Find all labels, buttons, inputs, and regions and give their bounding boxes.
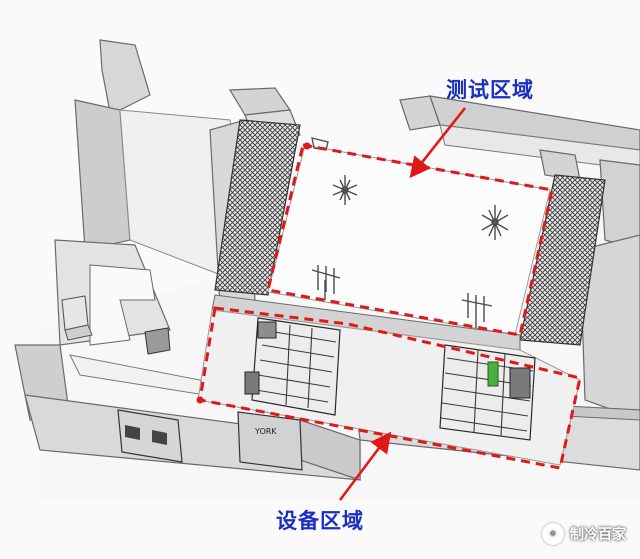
test-fixture bbox=[311, 265, 341, 300]
watermark-text: 制冷百家 bbox=[570, 527, 626, 543]
test-area-label: 测试区域 bbox=[446, 78, 534, 102]
desk-unit bbox=[144, 327, 171, 355]
york-label: YORK bbox=[254, 427, 277, 436]
wechat-icon: ⚬ bbox=[542, 523, 564, 545]
left-mesh-panel bbox=[214, 119, 301, 296]
chiller-unit-left bbox=[244, 317, 341, 416]
test-area-arrow bbox=[409, 107, 467, 179]
test-fixture bbox=[332, 175, 358, 205]
equipment-area-label: 设备区域 bbox=[276, 509, 364, 533]
watermark: ⚬ 制冷百家 bbox=[542, 523, 626, 545]
chiller-unit-right bbox=[439, 344, 536, 441]
control-cabinet bbox=[61, 295, 93, 341]
test-fixture bbox=[461, 293, 493, 328]
equipment-zone-outline bbox=[196, 306, 582, 470]
test-fixture bbox=[481, 205, 509, 240]
storage-cabinet bbox=[117, 409, 183, 463]
test-zone-outline bbox=[266, 142, 554, 337]
york-unit: YORK bbox=[237, 411, 303, 471]
equipment-area-arrow bbox=[338, 431, 392, 501]
